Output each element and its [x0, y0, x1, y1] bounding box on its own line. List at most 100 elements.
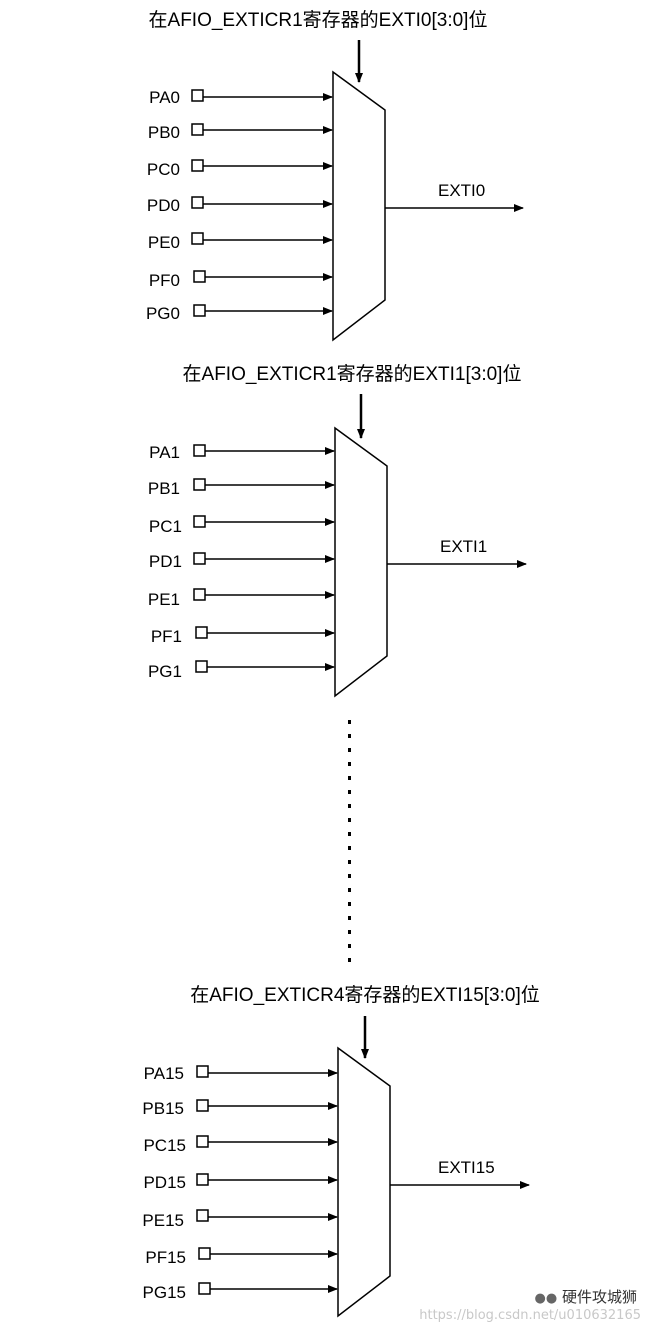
input-pin: PE0	[148, 232, 333, 252]
pin-square	[196, 1065, 209, 1078]
mux-block-exti0: 在AFIO_EXTICR1寄存器的EXTI0[3:0]位 PA0 PB0 PC0…	[146, 9, 524, 342]
pin-square	[195, 660, 208, 673]
ellipsis-dot	[348, 832, 351, 836]
ellipsis-dot	[348, 958, 351, 962]
pin-square	[195, 626, 208, 639]
pin-square	[193, 304, 206, 317]
input-pin: PE15	[142, 1209, 338, 1230]
ellipsis-dot	[348, 804, 351, 808]
svg-text:PB15: PB15	[142, 1099, 184, 1118]
pin-square	[193, 270, 206, 283]
ellipsis-dot	[348, 874, 351, 878]
svg-text:PE1: PE1	[148, 590, 180, 609]
block-title: 在AFIO_EXTICR1寄存器的EXTI0[3:0]位	[149, 9, 488, 31]
watermark-url: https://blog.csdn.net/u010632165	[419, 1308, 641, 1323]
input-pin: PC1	[149, 515, 335, 536]
pin-square	[193, 588, 206, 601]
output-label: EXTI0	[438, 181, 485, 200]
svg-text:PG15: PG15	[143, 1283, 186, 1302]
watermark-url-text: https://blog.csdn.net/u010632165	[419, 1308, 641, 1323]
pin-square	[193, 552, 206, 565]
input-pin: PF1	[151, 626, 335, 646]
input-pin: PA0	[149, 88, 333, 107]
multiplexer	[337, 1046, 391, 1318]
ellipsis-dot	[348, 734, 351, 738]
ellipsis-dot	[348, 916, 351, 920]
svg-text:PC1: PC1	[149, 517, 182, 536]
svg-text:PE15: PE15	[142, 1211, 184, 1230]
svg-text:PF0: PF0	[149, 271, 180, 290]
svg-text:PB0: PB0	[148, 123, 180, 142]
mux-block-exti1: 在AFIO_EXTICR1寄存器的EXTI1[3:0]位 PA1 PB1 PC1…	[148, 363, 527, 698]
input-pin: PD15	[143, 1173, 338, 1192]
input-pin: PG15	[143, 1282, 338, 1302]
pin-square	[191, 159, 204, 172]
svg-text:PF1: PF1	[151, 627, 182, 646]
svg-text:PC0: PC0	[147, 160, 180, 179]
pin-square	[193, 478, 206, 491]
input-pin: PA15	[144, 1064, 338, 1083]
input-pin: PD0	[147, 196, 333, 215]
watermark-logo: ●● 硬件攻城狮	[534, 1286, 637, 1307]
pin-square	[196, 1173, 209, 1186]
ellipsis-dot	[348, 762, 351, 766]
pin-square	[196, 1209, 209, 1222]
svg-text:PG1: PG1	[148, 662, 182, 681]
input-pin: PE1	[148, 588, 335, 609]
input-pin: PC15	[143, 1135, 338, 1155]
input-lines: PA0 PB0 PC0 PD0 PE0	[146, 88, 333, 323]
pin-square	[196, 1135, 209, 1148]
ellipsis-dot	[348, 748, 351, 752]
ellipsis-dot	[348, 902, 351, 906]
ellipsis-dot	[348, 818, 351, 822]
watermark-logo-text: 硬件攻城狮	[561, 1288, 637, 1306]
svg-text:PG0: PG0	[146, 304, 180, 323]
svg-text:PD0: PD0	[147, 196, 180, 215]
pin-square	[196, 1099, 209, 1112]
ellipsis-dot	[348, 790, 351, 794]
ellipsis-dot	[348, 776, 351, 780]
output-label: EXTI15	[438, 1158, 495, 1177]
input-pin: PB15	[142, 1099, 338, 1118]
svg-text:PE0: PE0	[148, 233, 180, 252]
input-pin: PB0	[148, 123, 333, 142]
svg-text:PA0: PA0	[149, 88, 180, 107]
input-pin: PF15	[145, 1247, 338, 1267]
svg-text:PF15: PF15	[145, 1248, 186, 1267]
pin-square	[191, 123, 204, 136]
input-lines: PA15 PB15 PC15 PD15 PE15	[142, 1064, 338, 1302]
ellipsis-dot	[348, 720, 351, 724]
input-pin: PB1	[148, 478, 335, 498]
pin-square	[193, 515, 206, 528]
ellipsis-dot	[348, 930, 351, 934]
ellipsis-dots	[348, 720, 351, 962]
pin-square	[198, 1247, 211, 1260]
svg-text:PA1: PA1	[149, 443, 180, 462]
input-pin: PF0	[149, 270, 333, 290]
ellipsis-dot	[348, 888, 351, 892]
input-pin: PC0	[147, 159, 333, 179]
ellipsis-dot	[348, 860, 351, 864]
svg-text:PD1: PD1	[149, 552, 182, 571]
ellipsis-dot	[348, 846, 351, 850]
multiplexer	[332, 70, 386, 342]
ellipsis-dot	[348, 944, 351, 948]
mux-block-exti15: 在AFIO_EXTICR4寄存器的EXTI15[3:0]位 PA15 PB15 …	[142, 984, 540, 1318]
wechat-icon: ●●	[534, 1291, 558, 1306]
pin-square	[191, 232, 204, 245]
input-pin: PG0	[146, 304, 333, 323]
input-pin: PD1	[149, 552, 335, 571]
svg-text:PB1: PB1	[148, 479, 180, 498]
block-title: 在AFIO_EXTICR4寄存器的EXTI15[3:0]位	[190, 984, 539, 1006]
input-pin: PG1	[148, 660, 335, 681]
svg-text:PC15: PC15	[143, 1136, 186, 1155]
output-label: EXTI1	[440, 537, 487, 556]
pin-square	[191, 196, 204, 209]
input-lines: PA1 PB1 PC1 PD1 PE1	[148, 443, 335, 681]
multiplexer	[334, 426, 388, 698]
svg-text:PD15: PD15	[143, 1173, 186, 1192]
input-pin: PA1	[149, 443, 335, 462]
block-title: 在AFIO_EXTICR1寄存器的EXTI1[3:0]位	[183, 363, 522, 385]
svg-text:PA15: PA15	[144, 1064, 184, 1083]
